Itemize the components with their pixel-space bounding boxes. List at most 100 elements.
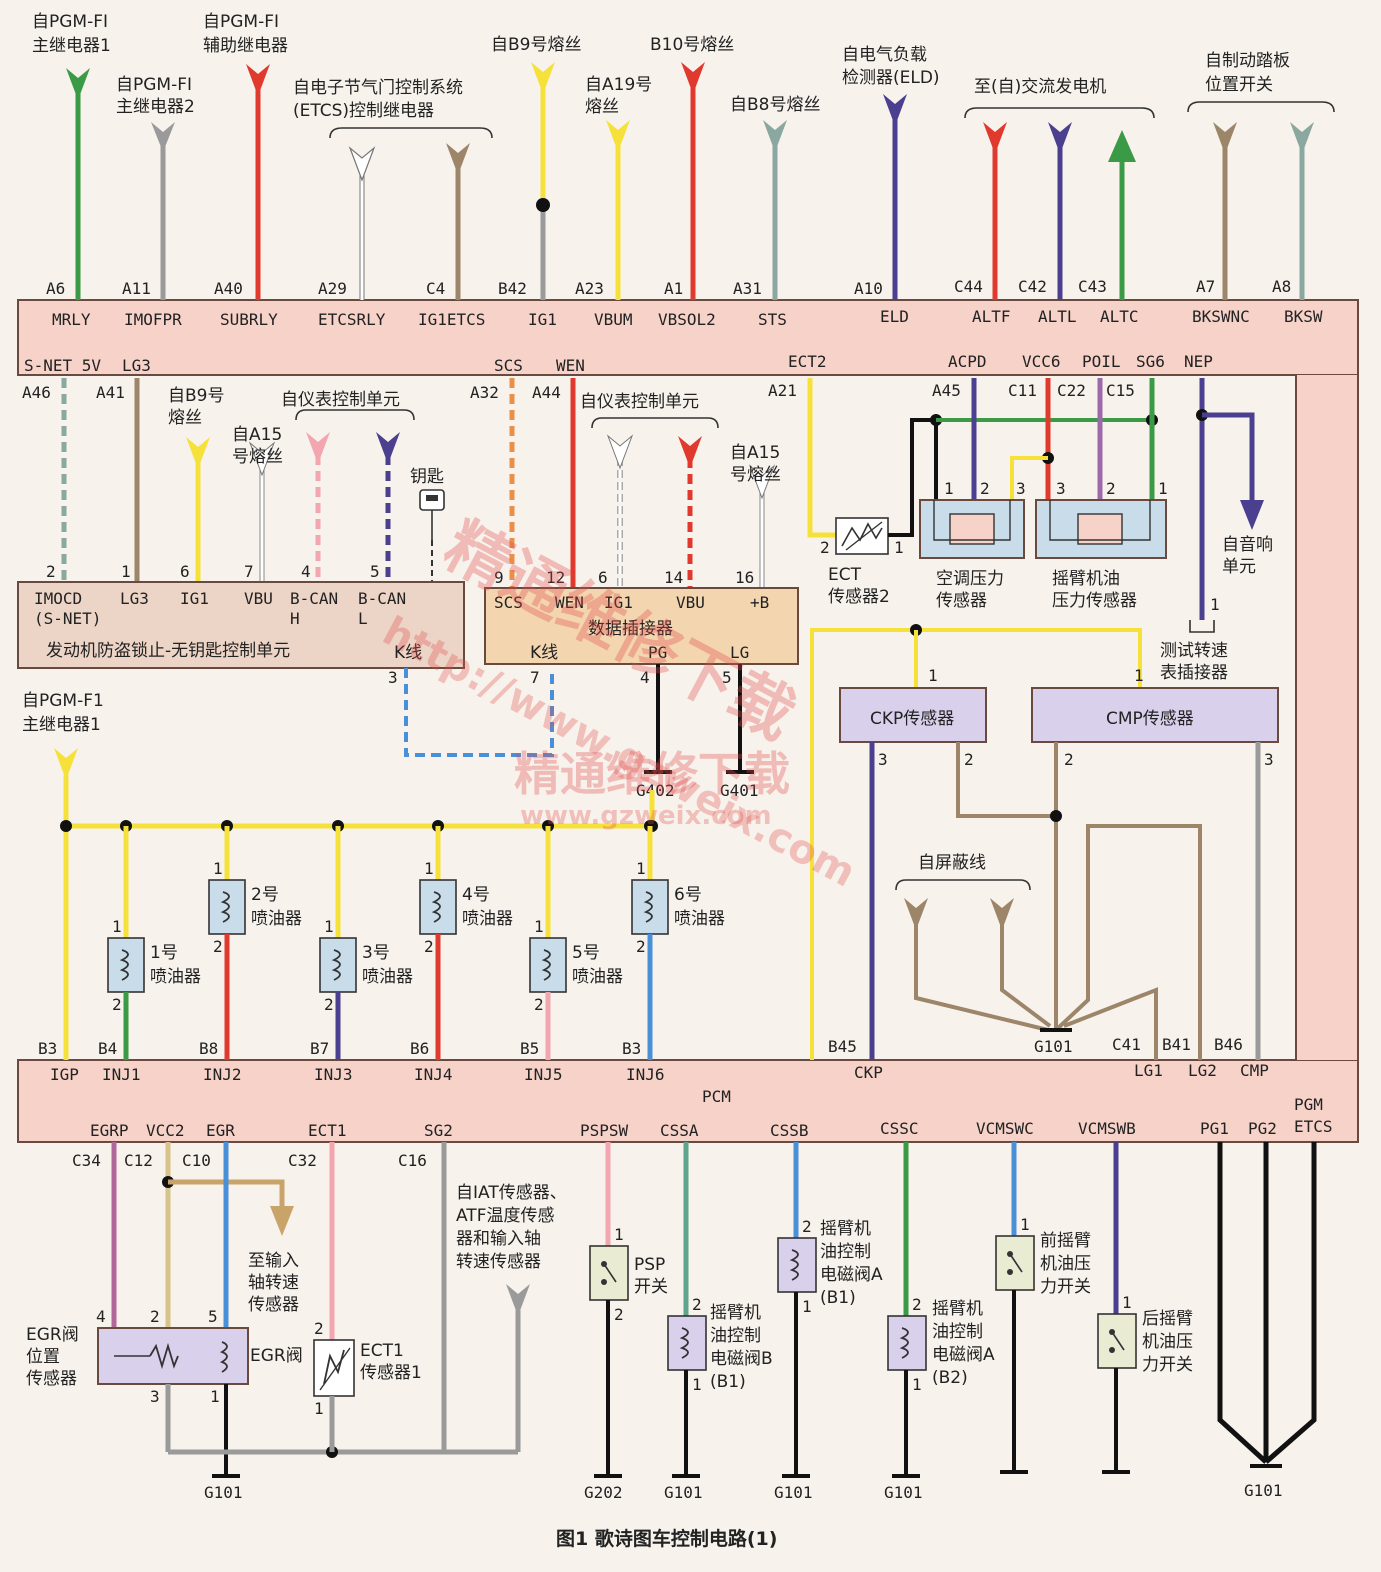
brake-label-1: 自制动踏板 (1205, 51, 1290, 71)
svg-text:ECT2: ECT2 (788, 352, 827, 371)
ckp-label: CKP传感器 (870, 709, 954, 729)
svg-text:2: 2 (213, 937, 223, 956)
svg-text:传感器: 传感器 (26, 1369, 77, 1389)
brake-label-2: 位置开关 (1205, 75, 1273, 95)
svg-text:CSSC: CSSC (880, 1119, 919, 1138)
svg-text:2: 2 (424, 937, 434, 956)
nep-circuit: 自音响 单元 1 测试转速 表插接器 (1160, 378, 1273, 683)
svg-text:ALTL: ALTL (1038, 307, 1077, 326)
svg-text:VCC6: VCC6 (1022, 352, 1061, 371)
svg-text:自PGM-F1: 自PGM-F1 (22, 691, 104, 711)
svg-text:VCC2: VCC2 (146, 1121, 185, 1140)
svg-text:CKP: CKP (854, 1063, 883, 1082)
src-label-a10-2: 检测器(ELD) (842, 68, 940, 88)
svg-text:G101: G101 (1244, 1481, 1283, 1500)
svg-text:2: 2 (324, 995, 334, 1014)
svg-text:喷油器: 喷油器 (150, 967, 201, 987)
svg-text:IG1: IG1 (528, 310, 557, 329)
svg-text:ATF温度传感: ATF温度传感 (456, 1206, 554, 1226)
svg-text:K线: K线 (530, 643, 558, 663)
svg-text:7: 7 (244, 562, 254, 581)
svg-text:电磁阀B: 电磁阀B (710, 1349, 773, 1369)
svg-text:1: 1 (894, 538, 904, 557)
front-rocker-switch-circuit: 1 前摇臂 机油压 力开关 (995, 1142, 1091, 1474)
svg-text:IMOCD: IMOCD (34, 589, 82, 608)
svg-text:CSSA: CSSA (660, 1121, 699, 1140)
svg-text:K线: K线 (394, 643, 422, 663)
injector-label: 1号 (150, 943, 178, 963)
svg-text:A21: A21 (768, 381, 797, 400)
svg-text:S-NET 5V: S-NET 5V (24, 356, 101, 375)
src-label-a11-2: 主继电器2 (116, 97, 195, 117)
injector-pin: B8 (199, 1039, 218, 1058)
svg-text:SG2: SG2 (424, 1121, 453, 1140)
svg-text:开关: 开关 (634, 1277, 668, 1297)
svg-text:B45: B45 (828, 1037, 857, 1056)
svg-text:VBUM: VBUM (594, 310, 633, 329)
svg-text:POIL: POIL (1082, 352, 1121, 371)
svg-text:A7: A7 (1196, 277, 1215, 296)
svg-text:自仪表控制单元: 自仪表控制单元 (580, 392, 699, 412)
svg-text:1: 1 (912, 1375, 922, 1394)
ckp-cmp-sensors: CKP传感器 CMP传感器 1 3 2 1 2 3 自屏蔽线 G101 (810, 624, 1279, 1060)
arrow-icon (66, 68, 90, 100)
alternator-label: 至(自)交流发电机 (974, 77, 1106, 97)
egr-circuit: 4 2 5 3 1 EGR阀 位置 传感器 EGR阀 至输入 轴转速 传感器 G… (26, 1142, 518, 1502)
svg-text:油控制: 油控制 (710, 1326, 761, 1346)
pcm-label: PCM (702, 1087, 731, 1106)
svg-text:B3: B3 (38, 1039, 57, 1058)
cmp-label: CMP传感器 (1106, 709, 1194, 729)
injector-signal: INJ4 (414, 1065, 453, 1084)
svg-text:G101: G101 (1034, 1037, 1073, 1056)
svg-text:转速传感器: 转速传感器 (456, 1252, 541, 1272)
svg-text:A46: A46 (22, 383, 51, 402)
svg-text:主继电器1: 主继电器1 (22, 715, 101, 735)
svg-text:IG1ETCS: IG1ETCS (418, 310, 485, 329)
svg-text:B-CAN: B-CAN (358, 589, 406, 608)
svg-text:4: 4 (640, 668, 650, 687)
svg-text:VBSOL2: VBSOL2 (658, 310, 716, 329)
svg-text:C42: C42 (1018, 277, 1047, 296)
injector-pin: B6 (410, 1039, 429, 1058)
svg-text:EGRP: EGRP (90, 1121, 129, 1140)
svg-text:C41: C41 (1112, 1035, 1141, 1054)
svg-text:B-CAN: B-CAN (290, 589, 338, 608)
svg-text:A45: A45 (932, 381, 961, 400)
data-link-connector: 自仪表控制单元 自A15 号熔丝 9 12 6 14 16 7 4 5 SCS … (484, 378, 799, 800)
svg-text:摇臂机: 摇臂机 (932, 1299, 983, 1319)
injector-signal: INJ1 (102, 1065, 141, 1084)
svg-text:A10: A10 (854, 279, 883, 298)
svg-text:2: 2 (692, 1295, 702, 1314)
svg-text:B41: B41 (1162, 1035, 1191, 1054)
src-label-a23-1: 自A19号 (585, 75, 652, 95)
svg-text:1: 1 (210, 1387, 220, 1406)
svg-text:ACPD: ACPD (948, 352, 987, 371)
svg-text:测试转速: 测试转速 (1160, 641, 1228, 661)
svg-text:号熔丝: 号熔丝 (730, 465, 781, 485)
pcm-top-signals: MRLY IMOFPR SUBRLY ETCSRLY IG1ETCS IG1 V… (52, 307, 1323, 329)
svg-text:G101: G101 (204, 1483, 243, 1502)
svg-text:12: 12 (546, 568, 565, 587)
svg-text:C34: C34 (72, 1151, 101, 1170)
svg-text:BKSWNC: BKSWNC (1192, 307, 1250, 326)
ground-g401: G401 (720, 781, 759, 800)
injector-signal: INJ5 (524, 1065, 563, 1084)
svg-text:机油压: 机油压 (1040, 1254, 1091, 1274)
svg-text:1: 1 (928, 666, 938, 685)
svg-text:2: 2 (636, 937, 646, 956)
svg-text:单元: 单元 (1222, 557, 1256, 577)
figure-title: 图1 歌诗图车控制电路(1) (556, 1527, 777, 1550)
svg-text:C32: C32 (288, 1151, 317, 1170)
src-label-a40-1: 自PGM-FI (203, 12, 279, 32)
svg-text:(B2): (B2) (932, 1368, 968, 1388)
injector-signal: INJ3 (314, 1065, 353, 1084)
svg-text:G101: G101 (774, 1483, 813, 1502)
svg-text:EGR阀: EGR阀 (250, 1346, 303, 1366)
svg-text:LG: LG (730, 643, 749, 662)
svg-text:PG2: PG2 (1248, 1119, 1277, 1138)
svg-text:EGR阀: EGR阀 (26, 1325, 79, 1345)
svg-text:2: 2 (112, 995, 122, 1014)
